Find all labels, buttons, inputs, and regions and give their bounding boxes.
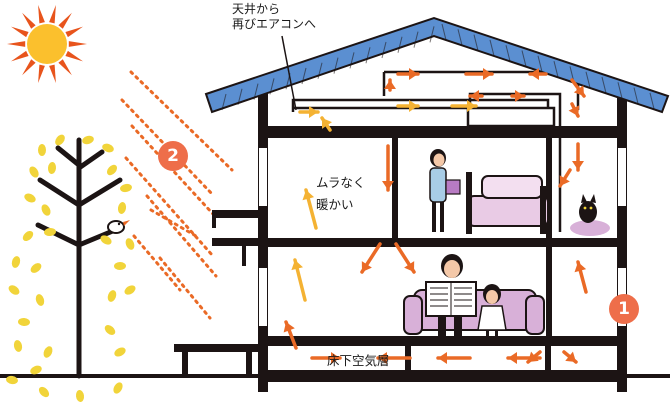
ceiling-return-label: 天井から 再びエアコンへ (232, 2, 316, 32)
roof (204, 16, 670, 114)
bed-icon (466, 172, 549, 234)
airflow-arrows (283, 68, 588, 364)
even-label-line1: ムラなく (316, 175, 366, 190)
tree-icon (6, 134, 136, 402)
sun-icon (7, 5, 87, 83)
even-label-line2: 暖かい (316, 197, 354, 212)
deck (174, 210, 260, 376)
badge-one: 1 (609, 294, 639, 324)
cat-icon (570, 194, 610, 236)
bird-icon (107, 220, 130, 234)
person-icon (425, 254, 477, 336)
underfloor-label: 床下空気層 (327, 353, 390, 368)
leader-line (281, 35, 297, 111)
ceiling-label-line2: 再びエアコンへ (232, 17, 317, 31)
even-warmth-label: ムラなく 暖かい (316, 172, 365, 216)
person-icon (429, 149, 461, 232)
badge-two: 2 (158, 141, 188, 171)
ceiling-label-line1: 天井から (232, 2, 281, 16)
house-structure (258, 92, 627, 392)
person-icon (477, 284, 507, 338)
